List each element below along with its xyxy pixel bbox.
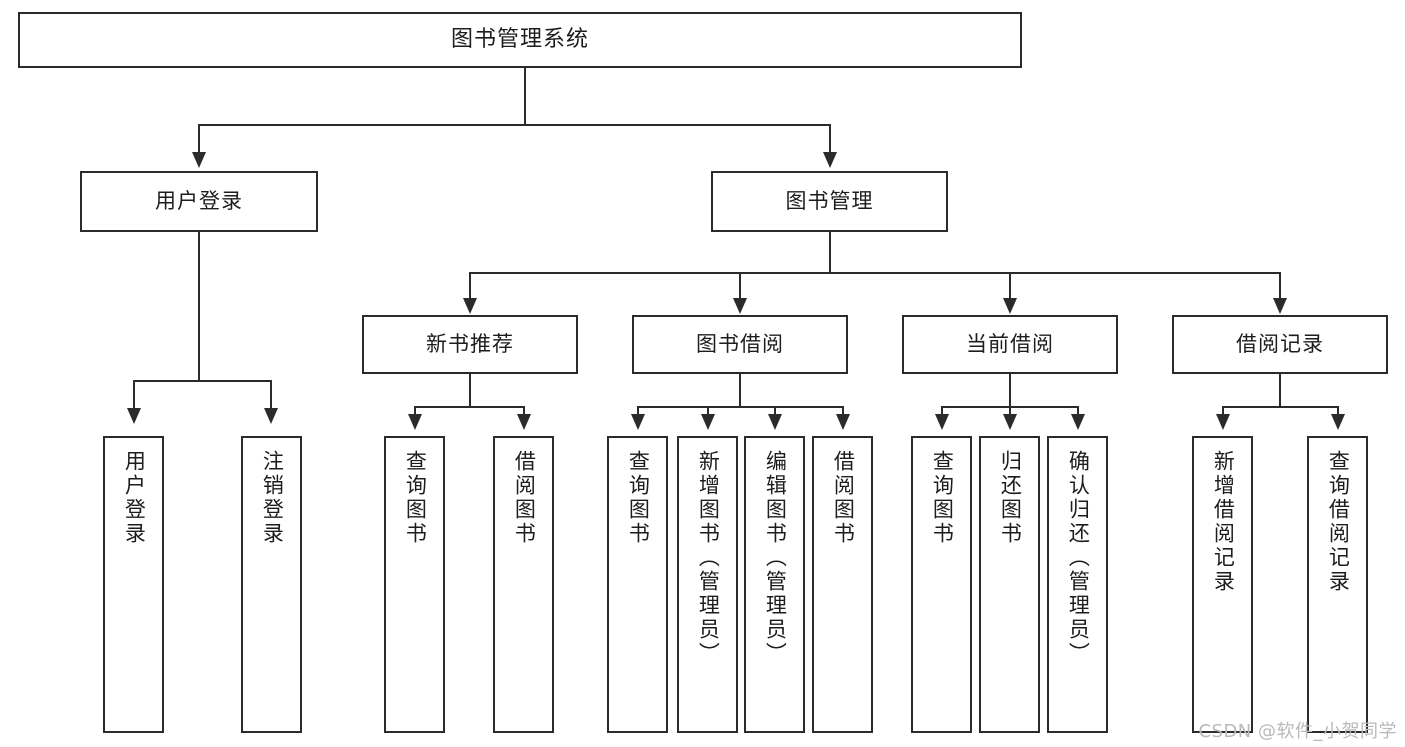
connector-current-borrow-stem — [1009, 374, 1011, 406]
node-label: 新增图书（管理员） — [696, 450, 721, 666]
connector-root-to-user-login — [198, 124, 200, 154]
arrowhead-to-borrow-record — [1273, 298, 1287, 314]
arrowhead-new-book-to-borrow — [517, 414, 531, 430]
node-user-login[interactable]: 用户登录 — [80, 171, 318, 232]
connector-book-borrow-bus — [637, 406, 843, 408]
node-current-borrow[interactable]: 当前借阅 — [902, 315, 1118, 374]
leaf-current-confirm-return[interactable]: 确认归还（管理员） — [1047, 436, 1108, 733]
connector-book-borrow-to-add — [707, 406, 709, 416]
leaf-current-query-book[interactable]: 查询图书 — [911, 436, 972, 733]
node-root-system[interactable]: 图书管理系统 — [18, 12, 1022, 68]
node-label: 确认归还（管理员） — [1066, 450, 1091, 666]
connector-root-bus — [198, 124, 830, 126]
connector-book-borrow-to-edit — [774, 406, 776, 416]
connector-borrow-record-bus — [1222, 406, 1338, 408]
connector-user-login-bus — [133, 380, 271, 382]
arrowhead-book-borrow-to-lend — [836, 414, 850, 430]
connector-root-stem — [524, 68, 526, 124]
connector-book-manage-bus — [469, 272, 1280, 274]
node-label: 查询图书 — [930, 450, 955, 546]
node-label: 图书借阅 — [696, 332, 784, 357]
connector-borrow-record-to-query — [1337, 406, 1339, 416]
arrowhead-root-to-book-manage — [823, 152, 837, 168]
node-book-manage[interactable]: 图书管理 — [711, 171, 948, 232]
node-label: 查询借阅记录 — [1326, 450, 1351, 594]
node-label: 查询图书 — [626, 450, 651, 546]
node-label: 图书管理 — [785, 189, 874, 214]
arrowhead-to-current-borrow — [1003, 298, 1017, 314]
csdn-watermark: CSDN @软件_小贺同学 — [1198, 721, 1397, 742]
arrowhead-to-new-book — [463, 298, 477, 314]
connector-new-book-to-query — [414, 406, 416, 416]
node-label: 借阅图书 — [512, 450, 537, 546]
arrowhead-to-book-borrow — [733, 298, 747, 314]
leaf-user-logout[interactable]: 注销登录 — [241, 436, 302, 733]
leaf-record-query[interactable]: 查询借阅记录 — [1307, 436, 1368, 733]
node-label: 新增借阅记录 — [1211, 450, 1236, 594]
connector-new-book-to-borrow — [523, 406, 525, 416]
arrowhead-book-borrow-to-query — [631, 414, 645, 430]
node-label: 借阅记录 — [1236, 332, 1324, 357]
connector-user-login-stem — [198, 232, 200, 380]
connector-to-book-borrow — [739, 272, 741, 300]
leaf-recommend-borrow-book[interactable]: 借阅图书 — [493, 436, 554, 733]
arrowhead-new-book-to-query — [408, 414, 422, 430]
arrowhead-borrow-record-to-add — [1216, 414, 1230, 430]
leaf-record-add[interactable]: 新增借阅记录 — [1192, 436, 1253, 733]
connector-to-new-book — [469, 272, 471, 300]
connector-book-manage-stem — [829, 232, 831, 272]
connector-to-borrow-record — [1279, 272, 1281, 300]
arrowhead-book-borrow-to-add — [701, 414, 715, 430]
node-borrow-record[interactable]: 借阅记录 — [1172, 315, 1388, 374]
connector-current-borrow-to-confirm — [1077, 406, 1079, 416]
leaf-current-return-book[interactable]: 归还图书 — [979, 436, 1040, 733]
node-label: 新书推荐 — [426, 332, 514, 357]
leaf-borrow-add-book[interactable]: 新增图书（管理员） — [677, 436, 738, 733]
arrowhead-root-to-user-login — [192, 152, 206, 168]
arrowhead-user-login-to-login — [127, 408, 141, 424]
connector-new-book-stem — [469, 374, 471, 406]
connector-to-current-borrow — [1009, 272, 1011, 300]
node-label: 归还图书 — [998, 450, 1023, 546]
leaf-borrow-lend-book[interactable]: 借阅图书 — [812, 436, 873, 733]
connector-book-borrow-stem — [739, 374, 741, 406]
arrowhead-borrow-record-to-query — [1331, 414, 1345, 430]
node-book-borrow[interactable]: 图书借阅 — [632, 315, 848, 374]
arrowhead-user-login-to-logout — [264, 408, 278, 424]
node-label: 查询图书 — [403, 450, 428, 546]
node-label: 注销登录 — [260, 450, 285, 546]
connector-user-login-to-login — [133, 380, 135, 410]
connector-new-book-bus — [414, 406, 524, 408]
leaf-user-login[interactable]: 用户登录 — [103, 436, 164, 733]
leaf-borrow-query-book[interactable]: 查询图书 — [607, 436, 668, 733]
node-label: 用户登录 — [155, 189, 243, 214]
leaf-recommend-query-book[interactable]: 查询图书 — [384, 436, 445, 733]
connector-borrow-record-to-add — [1222, 406, 1224, 416]
arrowhead-current-borrow-to-return — [1003, 414, 1017, 430]
connector-user-login-to-logout — [270, 380, 272, 410]
connector-borrow-record-stem — [1279, 374, 1281, 406]
node-label: 图书管理系统 — [450, 27, 589, 53]
node-label: 当前借阅 — [966, 332, 1054, 357]
arrowhead-current-borrow-to-confirm — [1071, 414, 1085, 430]
connector-current-borrow-to-return — [1009, 406, 1011, 416]
connector-root-to-book-manage — [829, 124, 831, 154]
node-new-book-recommend[interactable]: 新书推荐 — [362, 315, 578, 374]
node-label: 编辑图书（管理员） — [763, 450, 788, 666]
leaf-borrow-edit-book[interactable]: 编辑图书（管理员） — [744, 436, 805, 733]
connector-book-borrow-to-lend — [842, 406, 844, 416]
connector-book-borrow-to-query — [637, 406, 639, 416]
arrowhead-book-borrow-to-edit — [768, 414, 782, 430]
node-label: 借阅图书 — [831, 450, 856, 546]
node-label: 用户登录 — [122, 450, 147, 546]
connector-current-borrow-to-query — [941, 406, 943, 416]
arrowhead-current-borrow-to-query — [935, 414, 949, 430]
